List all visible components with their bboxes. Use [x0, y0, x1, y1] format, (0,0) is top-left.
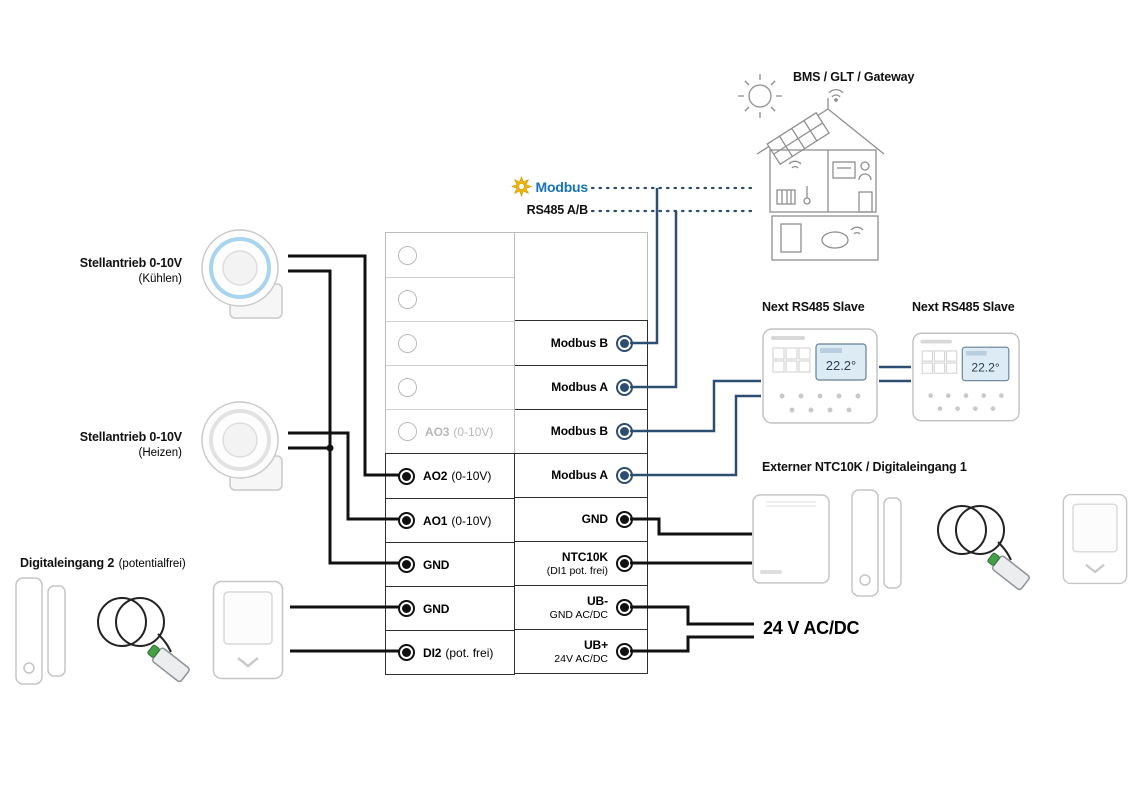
- digital-input-2-label: Digitaleingang 2 (potentialfrei): [20, 556, 186, 570]
- terminal-ao3: [398, 422, 417, 441]
- card-switch-right-device: [1062, 493, 1128, 585]
- bms-gateway-label: BMS / GLT / Gateway: [793, 70, 915, 84]
- terminal-left-active-segment: AO2 (0-10V) AO1 (0-10V) GND GND DI2 (pot…: [385, 453, 515, 675]
- terminal-row-ao2: AO2 (0-10V): [386, 454, 514, 498]
- terminal-row-gnd-1: GND: [386, 542, 514, 586]
- terminal-ub-minus: [616, 599, 633, 616]
- terminal-modbus-a-1: [616, 379, 633, 396]
- terminal-circle-empty: [398, 245, 417, 265]
- terminal-row-gnd-right: GND: [515, 497, 647, 541]
- terminal-row-ntc10k: NTC10K (DI1 pot. frei): [515, 541, 647, 585]
- terminal-connector-icon: [772, 347, 811, 373]
- wire-heat-signal-to-ao1: [288, 431, 400, 521]
- door-contact-right-device: [851, 489, 902, 597]
- terminal-row-empty-4: [386, 365, 514, 409]
- rs485-slave-2-device: 22.2°: [912, 332, 1020, 422]
- rs485-label: RS485 A/B: [526, 203, 589, 217]
- terminal-row-empty-2: [386, 277, 514, 321]
- boiler-icon: [780, 223, 802, 253]
- terminal-circle-empty: [398, 290, 417, 309]
- temperature-readout: 22.2°: [971, 360, 1000, 374]
- actuator-cool-label: Stellantrieb 0-10V (Kühlen): [79, 256, 182, 285]
- terminal-ao1: [398, 512, 415, 529]
- terminal-row-ub-plus: UB+ 24V AC/DC: [515, 629, 647, 673]
- terminal-circle-empty: [398, 378, 417, 397]
- terminal-connector-icon: [921, 350, 958, 374]
- terminal-ntc10k: [616, 555, 633, 572]
- modbus-gear-icon: [510, 176, 532, 197]
- wire-junction: [326, 444, 334, 452]
- person-icon: [858, 161, 872, 181]
- terminal-row-empty-3: [386, 321, 514, 365]
- gateway-device-icon: [832, 161, 856, 179]
- wire-modbus-b-to-slave1: [630, 379, 761, 433]
- terminal-gnd-1: [398, 556, 415, 573]
- sun-icon: [738, 74, 782, 118]
- terminal-row-modbus-a-1: Modbus A: [515, 365, 647, 409]
- thermometer-icon: [803, 186, 811, 205]
- terminal-circle-empty: [398, 334, 417, 353]
- modbus-logo-text: Modbus: [535, 178, 589, 195]
- terminal-row-gnd-2: GND: [386, 586, 514, 630]
- wire-cool-signal-to-ao2: [288, 254, 400, 477]
- terminal-block-left-column: AO3 (0-10V) AO2 (0-10V) AO1 (0-10V) GND …: [385, 232, 515, 675]
- terminal-ub-plus: [616, 643, 633, 660]
- terminal-row-empty-1: [386, 233, 514, 277]
- card-switch-left-device: [212, 580, 284, 680]
- wifi-icon: [828, 89, 844, 102]
- wire-ub-minus: [630, 605, 754, 626]
- terminal-row-modbus-a-2: Modbus A: [515, 453, 647, 497]
- door-icon: [858, 191, 873, 213]
- terminal-row-modbus-b-2: Modbus B: [515, 409, 647, 453]
- bms-house-graphic: [738, 74, 885, 261]
- radiator-icon: [776, 189, 796, 205]
- wire-cool-gnd: [288, 269, 400, 565]
- terminal-row-ao3: AO3 (0-10V): [386, 409, 514, 453]
- lcd-screen: [961, 346, 1010, 382]
- house-annex: [771, 215, 879, 261]
- touch-buttons: [928, 393, 1004, 411]
- terminal-gnd-right: [616, 511, 633, 528]
- terminal-left-inactive-segment: AO3 (0-10V): [385, 232, 515, 453]
- terminal-row-ao1: AO1 (0-10V): [386, 498, 514, 542]
- terminal-right-active-segment: Modbus B Modbus A Modbus B Modbus A GND: [515, 320, 648, 674]
- room-sensor-icon: [821, 231, 849, 249]
- cable-sensor-left-device: [97, 597, 190, 683]
- terminal-modbus-b-1: [616, 334, 633, 352]
- temperature-readout: 22.2°: [826, 358, 857, 373]
- house-body: [769, 149, 877, 213]
- terminal-ao2: [398, 467, 415, 485]
- terminal-modbus-a-2: [616, 467, 633, 484]
- terminal-di2: [398, 644, 415, 661]
- actuator-cool-device: [201, 229, 283, 319]
- wire-modbus-a-to-slave1: [630, 394, 761, 477]
- actuator-heat-label: Stellantrieb 0-10V (Heizen): [79, 430, 182, 459]
- terminal-row-di2: DI2 (pot. frei): [386, 630, 514, 674]
- chevron-down-icon: [1085, 563, 1105, 574]
- modbus-logo: Modbus: [452, 176, 588, 197]
- touch-buttons: [779, 393, 861, 413]
- terminal-row-modbus-b-1: Modbus B: [515, 321, 647, 365]
- door-contact-left-device: [15, 577, 66, 685]
- slave2-label: Next RS485 Slave: [912, 300, 1015, 314]
- cable-sensor-right-device: [937, 505, 1030, 591]
- wifi-icon: [788, 160, 802, 169]
- chevron-down-icon: [237, 657, 259, 668]
- terminal-row-ub-minus: UB- GND AC/DC: [515, 585, 647, 629]
- slave1-label: Next RS485 Slave: [762, 300, 865, 314]
- room-sensor-device: [752, 494, 830, 584]
- wifi-icon: [850, 226, 864, 235]
- rs485-slave-1-device: 22.2°: [762, 328, 878, 424]
- power-supply-label: 24 V AC/DC: [763, 618, 860, 638]
- wire-ub-plus: [630, 635, 754, 653]
- solar-panel: [766, 111, 830, 166]
- terminal-modbus-b-2: [616, 423, 633, 440]
- terminal-right-spacer: [515, 232, 648, 320]
- external-ntc-label: Externer NTC10K / Digitaleingang 1: [762, 460, 967, 474]
- terminal-block-right-column: Modbus B Modbus A Modbus B Modbus A GND: [515, 232, 648, 674]
- actuator-heat-device: [201, 401, 283, 491]
- terminal-gnd-2: [398, 600, 415, 617]
- wire-gnd-to-external: [630, 517, 752, 536]
